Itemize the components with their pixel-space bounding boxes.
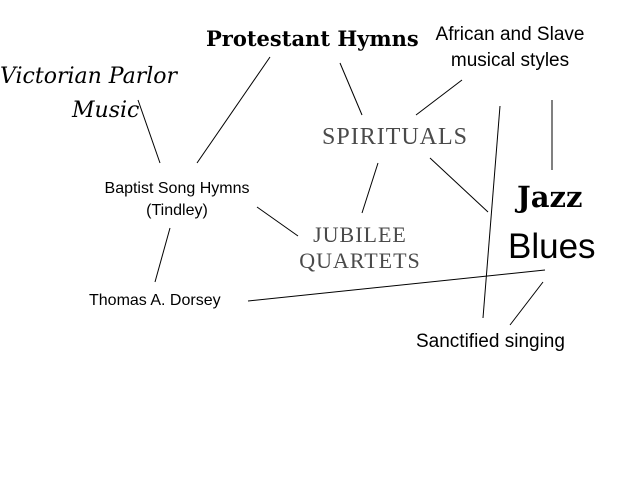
node-victorian-parlor-music: Victorian Parlor Music: [0, 60, 178, 128]
edge-protestant-to-spirituals: [339, 62, 363, 116]
node-victorian-line2: Music: [72, 98, 140, 123]
node-baptist-song-hymns: Baptist Song Hymns (Tindley): [88, 178, 266, 222]
edge-spirituals-to-jazz: [429, 157, 489, 213]
node-sanctified-singing: Sanctified singing: [416, 331, 565, 352]
edge-baptist-to-dorsey: [154, 227, 171, 283]
edge-baptist-to-jubilee: [256, 206, 299, 237]
node-protestant-hymns: Protestant Hymns: [206, 26, 419, 51]
edge-blues-to-sanctified: [509, 281, 544, 326]
node-jubilee-line2: Quartets: [299, 248, 421, 273]
node-african-slave-styles: African and Slave musical styles: [420, 22, 600, 74]
node-baptist-line2: (Tindley): [146, 202, 208, 219]
edge-protestant-to-baptist: [196, 56, 271, 164]
node-jubilee-line1: Jubilee: [313, 222, 407, 247]
edge-african-to-spirituals: [415, 79, 463, 116]
node-baptist-line1: Baptist Song Hymns: [104, 180, 250, 197]
node-african-slave-line1: African and Slave: [435, 24, 585, 45]
node-blues: Blues: [508, 227, 596, 266]
edge-dorsey-to-blues: [247, 269, 546, 302]
edge-spirituals-to-jubilee: [361, 162, 379, 214]
node-victorian-line1: Victorian Parlor: [0, 64, 178, 89]
node-african-slave-line2: musical styles: [450, 50, 570, 71]
node-thomas-dorsey: Thomas A. Dorsey: [89, 292, 221, 309]
node-jubilee-quartets: Jubilee Quartets: [285, 222, 435, 274]
edge-sanctified-to-african: [482, 105, 501, 319]
edge-victorian-to-baptist: [137, 99, 161, 164]
node-jazz: Jazz: [517, 180, 583, 214]
node-spirituals: Spirituals: [322, 124, 469, 150]
